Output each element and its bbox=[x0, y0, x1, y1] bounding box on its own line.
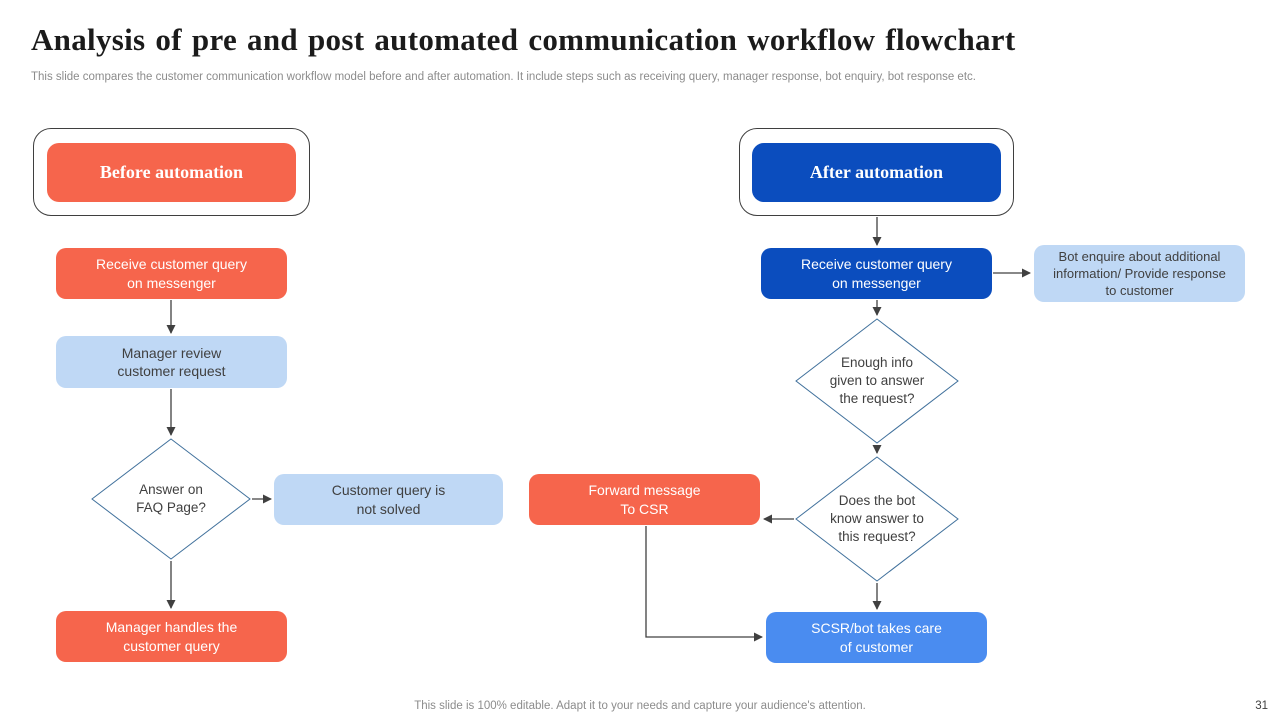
before-automation-header: Before automation bbox=[47, 143, 296, 202]
decision-bot-knows: Does the bot know answer to this request… bbox=[795, 456, 959, 582]
page-title: Analysis of pre and post automated commu… bbox=[31, 22, 1016, 57]
diamond-shape bbox=[795, 318, 959, 444]
node-bot-enquire: Bot enquire about additional information… bbox=[1034, 245, 1245, 302]
diamond-shape bbox=[91, 438, 251, 560]
node-query-not-solved: Customer query is not solved bbox=[274, 474, 503, 525]
decision-label: Enough info given to answer the request? bbox=[829, 354, 925, 407]
decision-answer-on-faq: Answer on FAQ Page? bbox=[91, 438, 251, 560]
page-number: 31 bbox=[1255, 700, 1268, 712]
node-manager-review: Manager review customer request bbox=[56, 336, 287, 388]
diamond-shape bbox=[795, 456, 959, 582]
node-scsr-takes-care: SCSR/bot takes care of customer bbox=[766, 612, 987, 663]
decision-label: Does the bot know answer to this request… bbox=[830, 492, 924, 545]
node-forward-to-csr: Forward message To CSR bbox=[529, 474, 760, 525]
node-manager-handles: Manager handles the customer query bbox=[56, 611, 287, 662]
decision-label: Answer on FAQ Page? bbox=[136, 481, 206, 515]
node-receive-query-after: Receive customer query on messenger bbox=[761, 248, 992, 299]
after-automation-header: After automation bbox=[752, 143, 1001, 202]
connector-forward-to-scsr bbox=[645, 526, 763, 642]
footer-note: This slide is 100% editable. Adapt it to… bbox=[414, 700, 866, 712]
node-receive-query-before: Receive customer query on messenger bbox=[56, 248, 287, 299]
decision-enough-info: Enough info given to answer the request? bbox=[795, 318, 959, 444]
page-subtitle: This slide compares the customer communi… bbox=[31, 71, 976, 83]
